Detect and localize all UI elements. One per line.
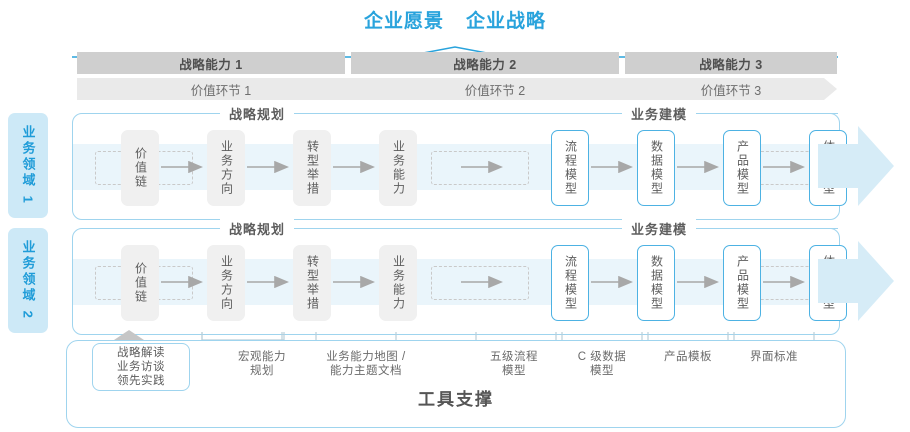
node-modeling-2[interactable]: 数据模型 bbox=[637, 130, 675, 206]
node-planning-3[interactable]: 转型举措 bbox=[293, 130, 331, 206]
row-2-rule-left bbox=[88, 228, 218, 229]
row-1-arrow-3 bbox=[333, 161, 375, 173]
domain-label-1[interactable]: 业务领域 1 bbox=[8, 113, 48, 218]
row-1-arrow-5 bbox=[591, 161, 633, 173]
domain-label-2[interactable]: 业务领域 2 bbox=[8, 228, 48, 333]
row-1-arrow-7 bbox=[763, 161, 805, 173]
tool-label-5: 产品模板 bbox=[664, 351, 712, 363]
tool-label-1: 宏观能力规划 bbox=[238, 351, 286, 377]
tool-support-container: 工具支撑 bbox=[66, 340, 846, 428]
row-2-arrow-6 bbox=[677, 276, 719, 288]
tool-label-6: 界面标准 bbox=[750, 351, 798, 363]
domain-row-1: 价值链 业务方向 转型举措 业务能力 流程模型 数据模型 产品模型 体验模型 bbox=[72, 113, 847, 220]
node-planning-2-row2[interactable]: 业务方向 bbox=[207, 245, 245, 321]
tool-label-3: 五级流程模型 bbox=[490, 351, 538, 377]
node-modeling-1[interactable]: 流程模型 bbox=[551, 130, 589, 206]
node-modeling-1-row2[interactable]: 流程模型 bbox=[551, 245, 589, 321]
node-planning-2[interactable]: 业务方向 bbox=[207, 130, 245, 206]
tool-label-4: C 级数据模型 bbox=[577, 351, 627, 377]
tool-support-title: 工具支撑 bbox=[418, 390, 494, 409]
diagram-title: 企业愿景 企业战略 bbox=[0, 6, 910, 33]
row-2-arrow-4 bbox=[461, 276, 503, 288]
row-2-rule-mid bbox=[300, 228, 620, 229]
row-1-flow-arrow-icon bbox=[818, 126, 894, 206]
node-planning-4[interactable]: 业务能力 bbox=[379, 130, 417, 206]
row-1-arrow-2 bbox=[247, 161, 289, 173]
domain-row-2: 价值链 业务方向 转型举措 业务能力 流程模型 数据模型 产品模型 体验模型 bbox=[72, 228, 847, 335]
row-1-rule-left bbox=[88, 113, 218, 114]
row-1-section-planning: 战略规划 bbox=[220, 104, 295, 123]
tool-label-2: 业务能力地图 /能力主题文档 bbox=[326, 351, 406, 377]
row-2-dashed-seg-2 bbox=[431, 266, 529, 300]
row-2-flow-arrow-icon bbox=[818, 241, 894, 321]
tool-card-line-3: 领先实践 bbox=[117, 375, 165, 387]
capability-cell-2[interactable]: 战略能力 2 bbox=[351, 52, 619, 74]
node-modeling-3-row2[interactable]: 产品模型 bbox=[723, 245, 761, 321]
capability-cell-1[interactable]: 战略能力 1 bbox=[77, 52, 345, 74]
capability-row: 战略能力 1 战略能力 2 战略能力 3 bbox=[77, 52, 837, 74]
row-2-arrow-7 bbox=[763, 276, 805, 288]
row-2-arrow-1 bbox=[161, 276, 203, 288]
tool-card-strategy-input[interactable]: 战略解读 业务访谈 领先实践 bbox=[92, 343, 190, 391]
row-2-arrow-5 bbox=[591, 276, 633, 288]
row-2-section-planning: 战略规划 bbox=[220, 219, 295, 238]
tool-card-line-1: 战略解读 bbox=[117, 347, 165, 359]
title-strategy: 企业战略 bbox=[466, 11, 547, 32]
capability-cell-3[interactable]: 战略能力 3 bbox=[625, 52, 837, 74]
row-2-section-modeling: 业务建模 bbox=[622, 219, 697, 238]
row-1-arrow-1 bbox=[161, 161, 203, 173]
value-stage-cell-1[interactable]: 价值环节 1 bbox=[77, 78, 365, 100]
row-1-rule-right bbox=[702, 113, 838, 114]
capability-bars: 战略能力 1 战略能力 2 战略能力 3 价值环节 1 价值环节 2 价值环节 … bbox=[77, 52, 837, 100]
node-planning-3-row2[interactable]: 转型举措 bbox=[293, 245, 331, 321]
row-2-arrow-3 bbox=[333, 276, 375, 288]
row-2-arrow-2 bbox=[247, 276, 289, 288]
row-1-arrow-6 bbox=[677, 161, 719, 173]
value-stage-cell-2[interactable]: 价值环节 2 bbox=[351, 78, 639, 100]
title-vision: 企业愿景 bbox=[363, 11, 444, 32]
node-modeling-3[interactable]: 产品模型 bbox=[723, 130, 761, 206]
row-1-dashed-seg-2 bbox=[431, 151, 529, 185]
row-2-rule-right bbox=[702, 228, 838, 229]
value-stage-cell-3[interactable]: 价值环节 3 bbox=[625, 78, 837, 100]
row-1-rule-mid bbox=[300, 113, 620, 114]
node-planning-1[interactable]: 价值链 bbox=[121, 130, 159, 206]
value-stage-row: 价值环节 1 价值环节 2 价值环节 3 bbox=[77, 78, 837, 100]
node-planning-1-row2[interactable]: 价值链 bbox=[121, 245, 159, 321]
row-1-arrow-4 bbox=[461, 161, 503, 173]
node-modeling-2-row2[interactable]: 数据模型 bbox=[637, 245, 675, 321]
node-planning-4-row2[interactable]: 业务能力 bbox=[379, 245, 417, 321]
tool-card-line-2: 业务访谈 bbox=[117, 361, 165, 373]
row-1-section-modeling: 业务建模 bbox=[622, 104, 697, 123]
